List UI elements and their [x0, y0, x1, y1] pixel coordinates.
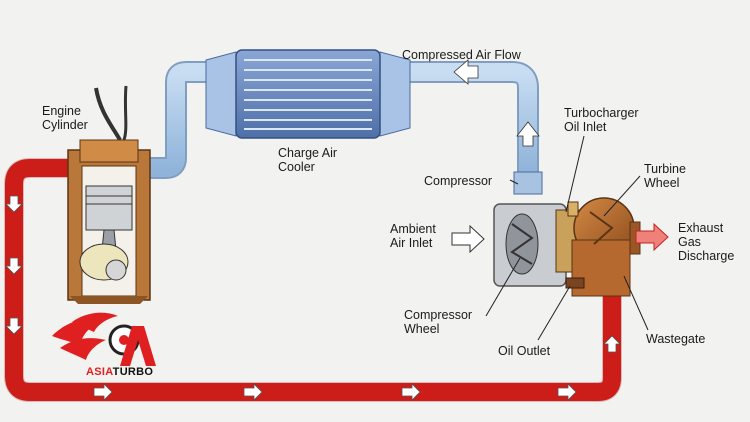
exhaust-arrow-icon	[5, 195, 23, 213]
leader-line	[509, 179, 519, 185]
leader-line	[537, 285, 571, 341]
compressor-label: Compressor	[424, 174, 493, 188]
exhaust-discharge-arrow-icon	[635, 222, 669, 252]
turbocharger-oil-inlet-label: Turbocharger Oil Inlet	[564, 106, 639, 134]
engine-cylinder	[67, 85, 151, 304]
turbocharger	[493, 171, 641, 297]
compressed-air-arrow-icon	[453, 59, 479, 85]
ambient-air-inlet-label: Ambient Air Inlet	[390, 222, 436, 250]
exhaust-pipe-outline	[4, 158, 622, 402]
ambient-air-arrow-icon	[451, 224, 485, 254]
turbine-wheel-label: Turbine Wheel	[644, 162, 686, 190]
exhaust-pipe	[5, 159, 621, 401]
leader-line	[565, 135, 585, 213]
charge-air-cooler-label: Charge Air Cooler	[278, 146, 338, 174]
compressor-wheel-label: Compressor Wheel	[404, 308, 473, 336]
exhaust-arrow-icon	[401, 383, 421, 401]
exhaust-arrow-icon	[557, 383, 577, 401]
leader-line	[603, 175, 641, 217]
wastegate-label: Wastegate	[646, 332, 706, 346]
leader-line	[623, 275, 649, 331]
leader-line	[485, 257, 521, 317]
oil-outlet-label: Oil Outlet	[498, 344, 551, 358]
logo-text: ASIATURBO	[86, 366, 153, 378]
flaming-turbo-logo-icon	[52, 312, 156, 366]
exhaust-arrow-icon	[5, 257, 23, 275]
exhaust-arrow-icon	[243, 383, 263, 401]
exhaust-arrow-icon	[5, 317, 23, 335]
exhaust-gas-discharge-label: Exhaust Gas Discharge	[678, 221, 735, 263]
compressed-air-flow-label: Compressed Air Flow	[402, 48, 521, 62]
charge-air-cooler	[205, 49, 411, 139]
logo-text-asia: ASIA	[86, 366, 113, 378]
logo-text-turbo: TURBO	[112, 366, 154, 378]
exhaust-arrow-icon	[603, 335, 621, 353]
exhaust-arrow-icon	[93, 383, 113, 401]
engine-cylinder-label: Engine Cylinder	[42, 104, 88, 132]
compressed-air-arrow-icon	[516, 121, 540, 147]
